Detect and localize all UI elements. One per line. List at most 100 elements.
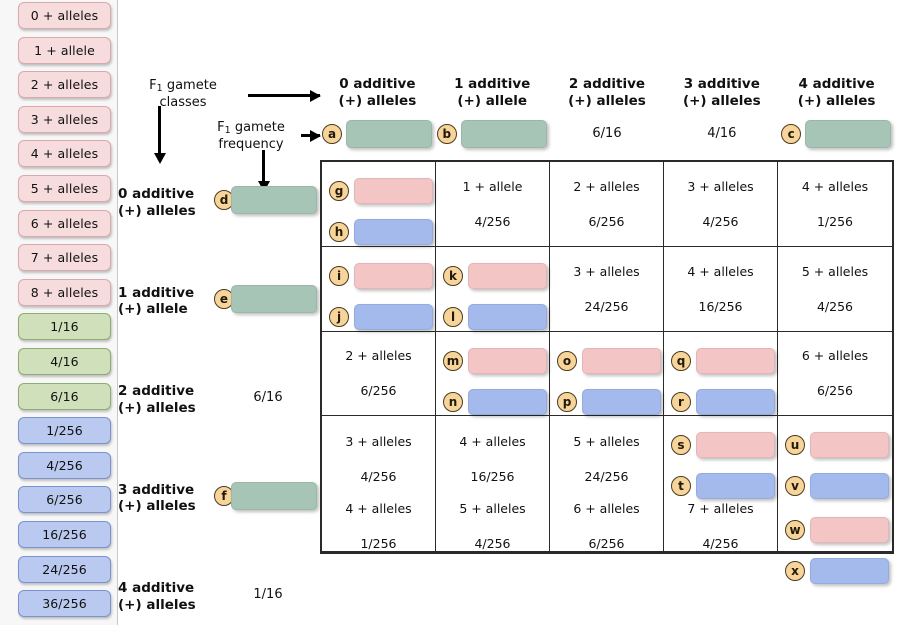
row-frequency-value: 6/16 — [253, 390, 283, 405]
tray-tile[interactable]: 6 + alleles — [18, 209, 111, 237]
tile-tray: 0 + alleles 1 + allele 2 + alleles 3 + alle… — [0, 0, 118, 625]
tray-tile[interactable]: 16/256 — [18, 521, 111, 548]
tray-tile[interactable]: 6/256 — [18, 486, 111, 514]
column-frequency-dropzone[interactable] — [346, 120, 432, 148]
column-header-line2: (+) alleles — [682, 92, 761, 109]
row-header-line2: (+) allele — [118, 301, 188, 318]
slot-badge: k — [443, 265, 463, 286]
cell-frequency-label: 4/256 — [474, 536, 511, 551]
cell-frequency-dropzone[interactable] — [354, 303, 433, 330]
row-header-line1: 1 additive — [118, 284, 195, 301]
tray-tile[interactable]: 1/256 — [18, 417, 111, 445]
slot-badge: g — [329, 181, 349, 201]
column-header: 4 additive(+) alleles — [779, 76, 894, 110]
slot-badge: x — [785, 561, 805, 581]
slot-badge: w — [785, 520, 805, 540]
cell-frequency-dropzone[interactable] — [582, 388, 661, 415]
cell-allele-label: 3 + alleles — [573, 263, 640, 279]
column-header-line1: 0 additive — [339, 76, 416, 92]
tray-tile[interactable]: 2 + alleles — [18, 71, 111, 99]
cell-slot: l — [443, 303, 547, 330]
slot-badge: b — [436, 124, 457, 144]
column-header-line2: (+) allele — [457, 92, 528, 109]
row-header-line1: 4 additive — [118, 580, 195, 596]
slot-badge: h — [329, 222, 349, 242]
cell-frequency-label: 24/256 — [584, 468, 629, 484]
slot-badge: s — [671, 435, 691, 456]
cell-frequency-label: 16/256 — [698, 298, 743, 314]
cell-slot: q — [671, 347, 775, 374]
cell-frequency-dropzone[interactable] — [468, 303, 547, 330]
cell-allele-dropzone[interactable] — [354, 262, 433, 289]
f1-gamete-classes-line1: F1 gamete — [149, 78, 217, 94]
slot-badge: m — [443, 350, 463, 371]
cell-frequency-dropzone[interactable] — [468, 388, 547, 415]
cell-frequency-dropzone[interactable] — [810, 473, 889, 500]
cell-frequency-dropzone[interactable] — [354, 219, 433, 245]
column-frequency-dropzone[interactable] — [805, 120, 892, 148]
column-header: 3 additive(+) alleles — [664, 76, 779, 110]
row-header: 0 additive(+) alleles — [118, 186, 214, 220]
column-header-line1: 1 additive — [454, 76, 531, 92]
cell-allele-dropzone[interactable] — [696, 432, 775, 459]
cell-allele-dropzone[interactable] — [696, 347, 775, 374]
row-header: 2 additive(+) alleles — [118, 383, 214, 417]
cell-slot: v — [785, 473, 889, 500]
cell-allele-label: 3 + alleles — [687, 178, 754, 194]
cell-slot: p — [557, 388, 661, 415]
tray-tile[interactable]: 7 + alleles — [18, 244, 111, 272]
cell-allele-dropzone[interactable] — [468, 347, 547, 374]
tray-tile[interactable]: 0 + alleles — [18, 2, 111, 29]
tray-tile[interactable]: 6/16 — [18, 382, 111, 410]
cell-allele-dropzone[interactable] — [468, 262, 547, 289]
tray-tile[interactable]: 4/16 — [18, 348, 111, 375]
column-frequency-value: 4/16 — [707, 126, 737, 141]
tray-tile[interactable]: 4 + alleles — [18, 140, 111, 168]
tray-tile[interactable]: 4/256 — [18, 451, 111, 479]
tray-tile[interactable]: 8 + alleles — [18, 278, 111, 306]
row-header-line1: 0 additive — [118, 186, 195, 202]
cell-allele-dropzone[interactable] — [810, 517, 889, 543]
cell-allele-label: 4 + alleles — [801, 178, 869, 194]
cell-allele-dropzone[interactable] — [810, 432, 889, 459]
cell-frequency-dropzone[interactable] — [810, 558, 889, 584]
column-frequency-dropzone[interactable] — [460, 120, 547, 148]
f1-gamete-frequency-line2: frequency — [218, 136, 284, 152]
tray-tile[interactable]: 36/256 — [18, 590, 111, 618]
slot-badge: q — [671, 350, 691, 371]
cell-slot: w — [785, 517, 889, 543]
cell-frequency-dropzone[interactable] — [696, 473, 775, 500]
cell-slot: h — [329, 219, 433, 245]
row-header-line1: 3 additive — [118, 481, 195, 498]
row-frequency-dropzone[interactable] — [231, 284, 317, 313]
slot-badge: i — [329, 265, 349, 286]
cell-allele-dropzone[interactable] — [354, 178, 433, 204]
cell-slot: o — [557, 347, 661, 374]
row-frequency-dropzone[interactable] — [231, 481, 317, 510]
tray-tile[interactable]: 3 + alleles — [18, 105, 111, 133]
cell-allele-dropzone[interactable] — [582, 347, 661, 374]
cell-frequency-label: 6/256 — [588, 536, 625, 551]
tray-tile[interactable]: 1/16 — [18, 313, 111, 341]
cell-allele-label: 2 + alleles — [345, 348, 412, 364]
cell-slot: s — [671, 432, 775, 459]
gamete-frequency-arrow-down — [257, 150, 270, 192]
f1-gamete-classes-line2: classes — [159, 94, 207, 110]
tray-tile[interactable]: 24/256 — [18, 555, 111, 583]
slot-badge: r — [671, 391, 691, 412]
row-frequency-dropzone[interactable] — [231, 186, 317, 214]
tray-tile[interactable]: 1 + allele — [18, 36, 111, 64]
cell-frequency-label: 6/256 — [816, 383, 854, 399]
cell-frequency-dropzone[interactable] — [696, 388, 775, 415]
tray-tile[interactable]: 5 + alleles — [18, 175, 111, 202]
cell-frequency-label: 24/256 — [584, 298, 629, 314]
